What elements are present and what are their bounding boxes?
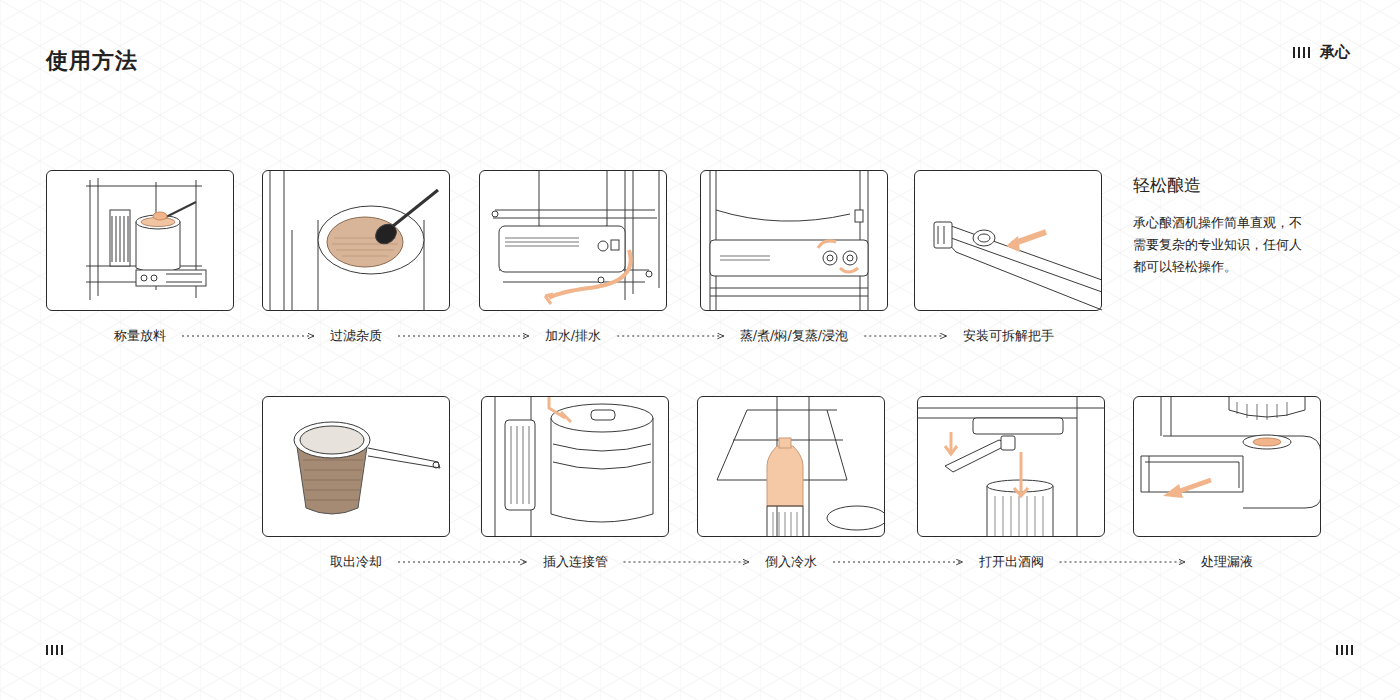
step-panel: 插入连接管 [481, 396, 669, 537]
dotted-arrow [398, 562, 527, 563]
step-label: 蒸/煮/焖/复蒸/浸泡 [740, 327, 849, 345]
step-label: 插入连接管 [543, 553, 608, 571]
step-panel: 安装可拆解把手 [914, 170, 1102, 311]
step-panel: 称量放料 [46, 170, 234, 311]
step-label: 打开出酒阀 [979, 553, 1044, 571]
dotted-arrow [864, 336, 946, 337]
step-label: 倒入冷水 [765, 553, 817, 571]
page-title: 使用方法 [46, 46, 138, 76]
step-label: 处理漏液 [1201, 553, 1253, 571]
step-panel: 蒸/煮/焖/复蒸/浸泡 [700, 170, 888, 311]
step-panel: 取出冷却 [262, 396, 450, 537]
dotted-arrow [617, 336, 724, 337]
step-label: 过滤杂质 [330, 327, 382, 345]
dotted-arrow [398, 336, 529, 337]
step-label: 加水/排水 [545, 327, 601, 345]
step-label: 称量放料 [114, 327, 166, 345]
section-heading: 轻松酿造 [1133, 173, 1201, 197]
step-panel: 打开出酒阀 [917, 396, 1105, 537]
dotted-arrow [182, 336, 314, 337]
step-panel: 倒入冷水 [697, 396, 885, 537]
step-panel: 过滤杂质 [262, 170, 450, 311]
step-panel: 加水/排水 [479, 170, 667, 311]
step-label: 取出冷却 [330, 553, 382, 571]
dotted-arrow [833, 562, 963, 563]
step-label: 安装可拆解把手 [963, 327, 1054, 345]
dotted-arrow [1060, 562, 1186, 563]
brand-name: 承心 [1320, 42, 1350, 62]
section-body: 承心酿酒机操作简单直观，不需要复杂的专业知识，任何人都可以轻松操作。 [1133, 212, 1308, 278]
dotted-arrow [624, 562, 750, 563]
step-panel: 处理漏液 [1133, 396, 1321, 537]
